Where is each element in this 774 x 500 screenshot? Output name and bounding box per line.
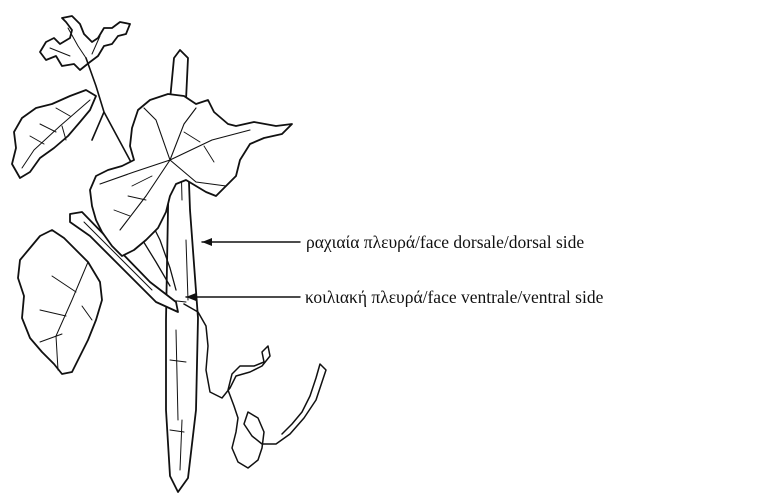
leaf-lower-left <box>18 230 102 374</box>
ventral-side-label: κοιλιακή πλευρά/face ventrale/ventral si… <box>305 289 603 307</box>
tendril <box>184 304 326 468</box>
arrow-ventral <box>186 293 300 301</box>
dorsal-side-label: ραχιαία πλευρά/face dorsale/dorsal side <box>306 234 584 252</box>
leaf-upper-left <box>12 90 96 178</box>
arrow-dorsal <box>202 238 300 246</box>
